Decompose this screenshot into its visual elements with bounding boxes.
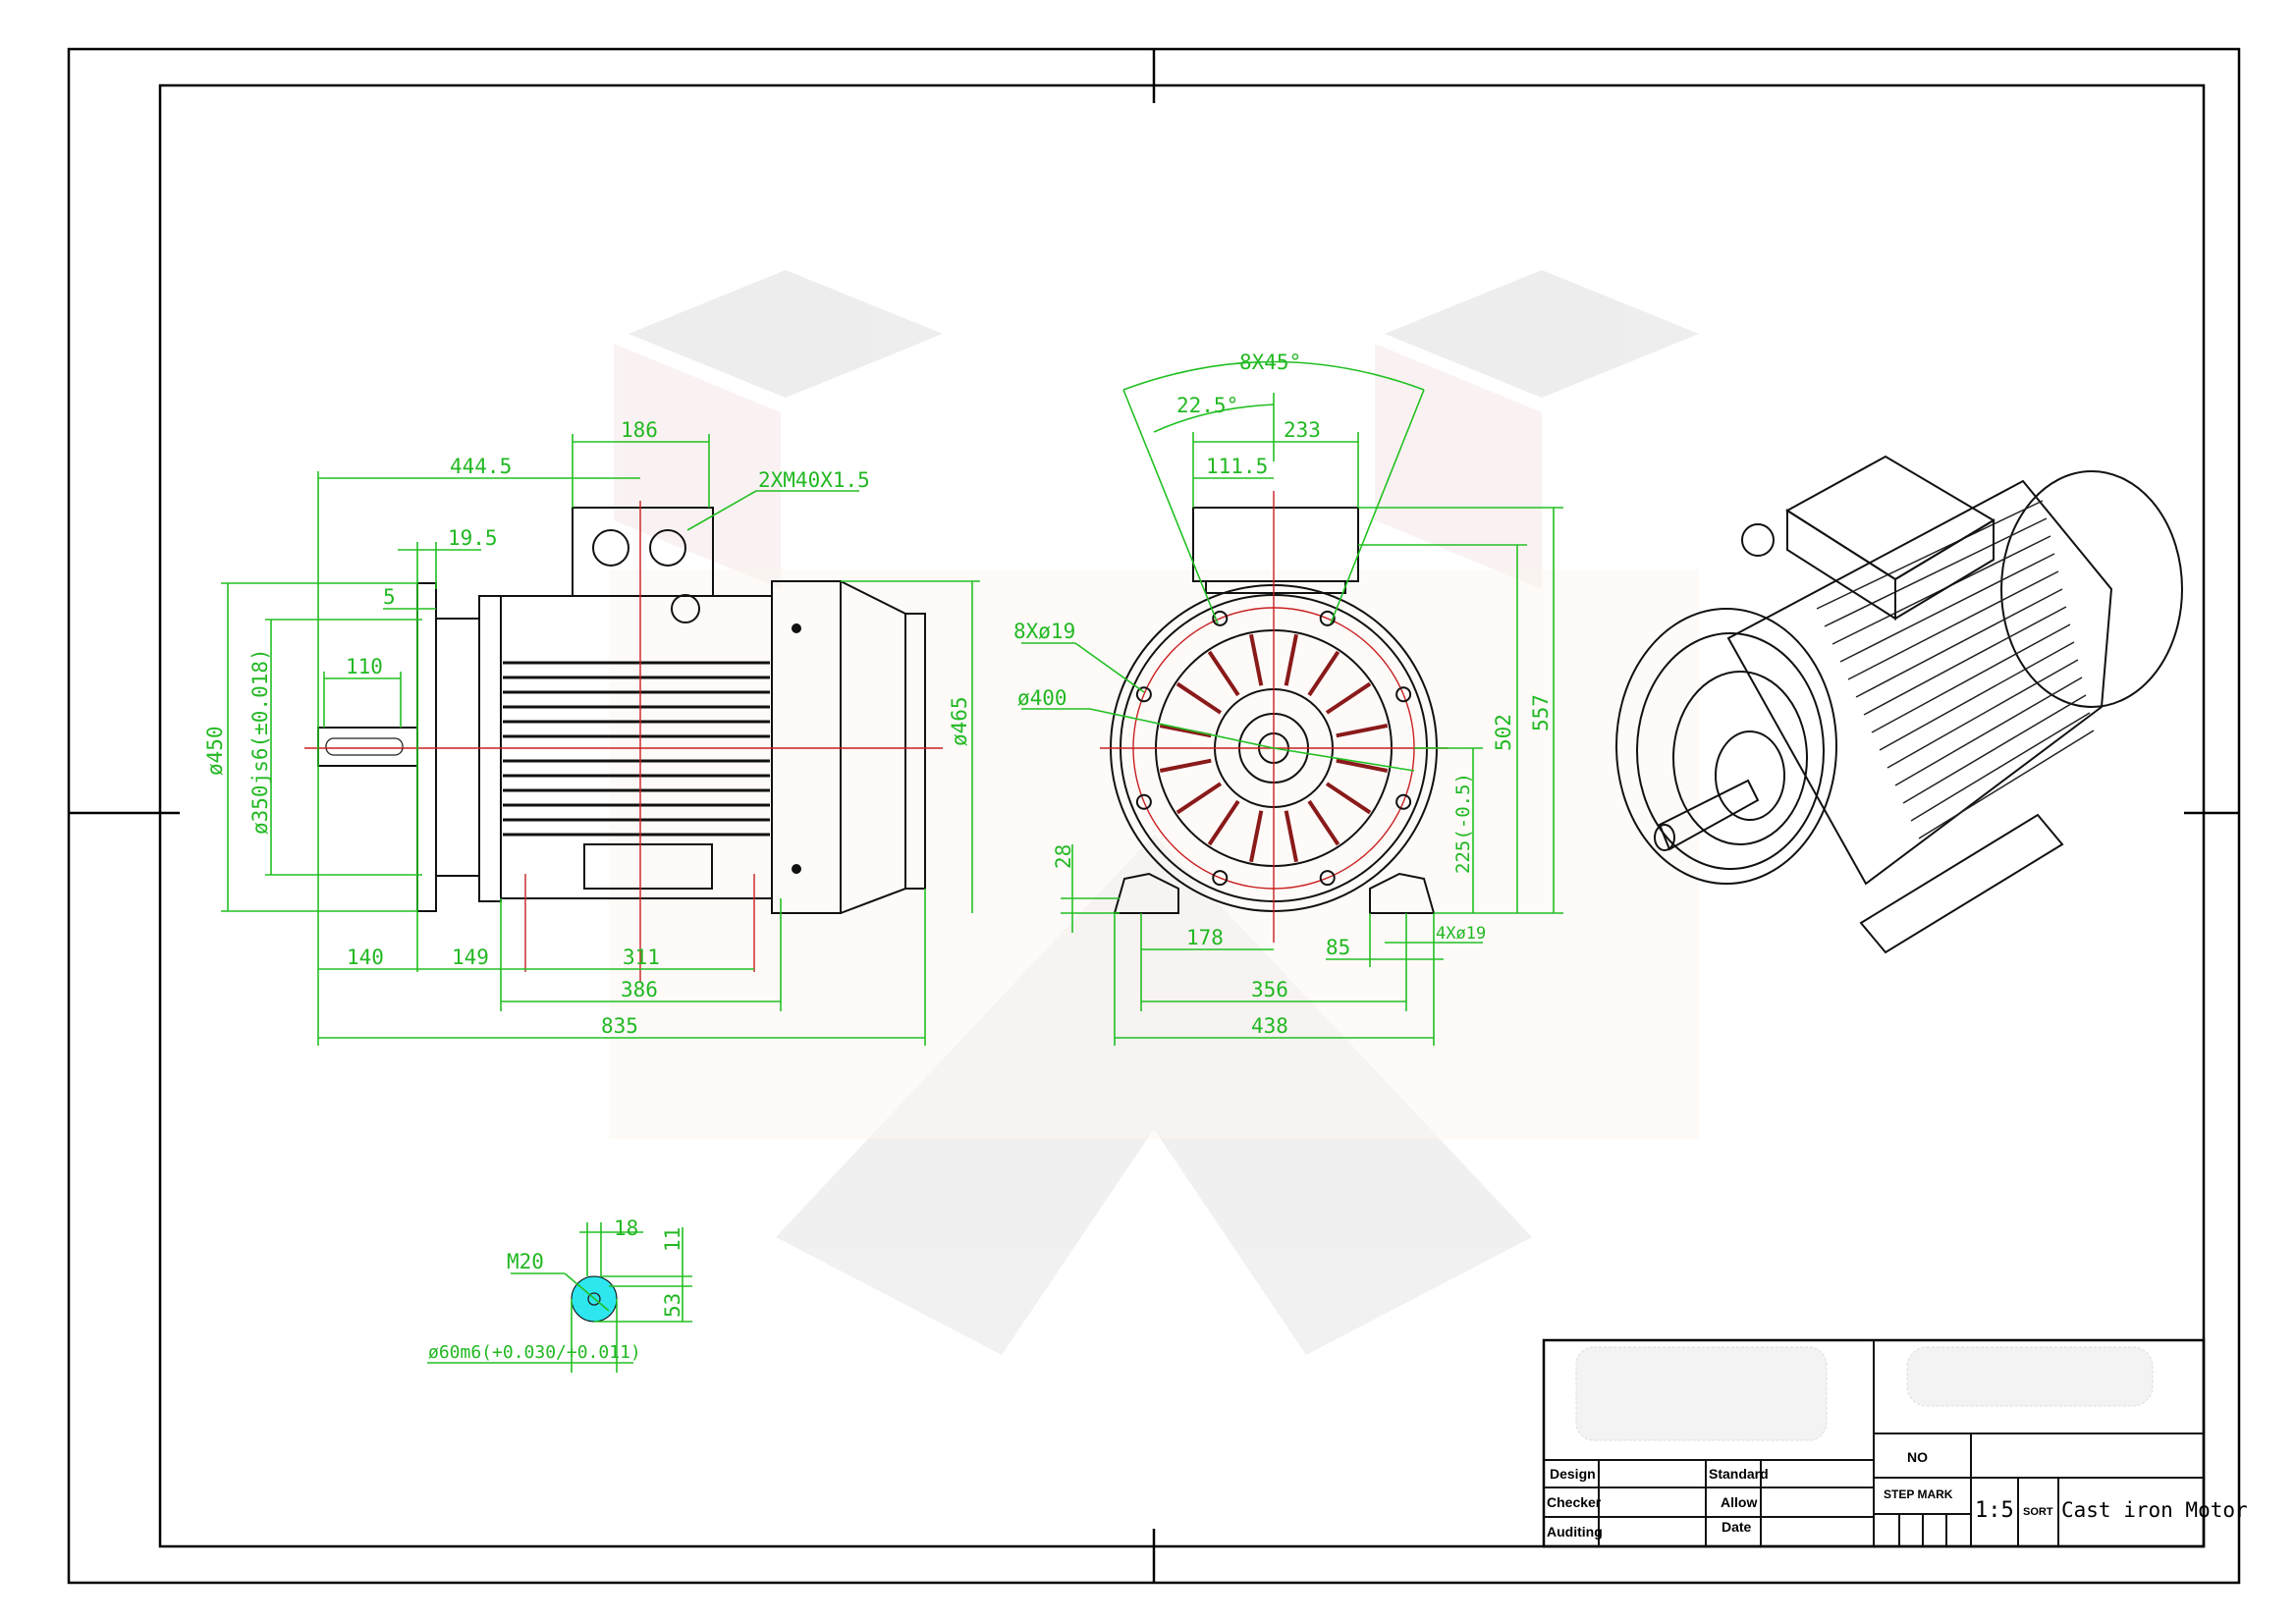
dim-386: 386 bbox=[621, 978, 658, 1001]
iso-fin bbox=[1855, 588, 2063, 698]
allow-label: Allow bbox=[1721, 1494, 1757, 1510]
date-label: Date bbox=[1722, 1519, 1752, 1535]
fan-spoke bbox=[1325, 782, 1372, 815]
fan-spoke bbox=[1175, 681, 1223, 715]
dim-85: 85 bbox=[1326, 936, 1350, 959]
sort-label: SORT bbox=[2023, 1506, 2053, 1518]
foot-holes-label: 4Xø19 bbox=[1436, 924, 1486, 944]
terminal-box bbox=[572, 507, 714, 597]
signature-stamp bbox=[1575, 1346, 1828, 1441]
dim-350: ø350js6(±0.018) bbox=[248, 648, 272, 835]
auditing-label: Auditing bbox=[1547, 1524, 1603, 1540]
front-view bbox=[1100, 491, 1449, 943]
dim-53: 53 bbox=[661, 1293, 684, 1318]
dim-356: 356 bbox=[1251, 978, 1288, 1001]
dim-444-5: 444.5 bbox=[450, 455, 512, 478]
dim-465: ø465 bbox=[948, 696, 971, 746]
dim-835: 835 bbox=[601, 1014, 638, 1038]
fan-spoke bbox=[1159, 724, 1212, 738]
iso-fin bbox=[1824, 517, 2048, 627]
iso-fin bbox=[1918, 730, 2095, 839]
fan-spoke bbox=[1249, 633, 1264, 686]
iso-fin bbox=[1871, 623, 2071, 733]
flange-hole bbox=[1319, 610, 1336, 626]
flange-holes-label: 8Xø19 bbox=[1013, 620, 1075, 643]
iso-fin bbox=[1902, 694, 2087, 804]
fan-spoke bbox=[1336, 724, 1389, 738]
flange-hole bbox=[1135, 793, 1152, 810]
signature-stamp bbox=[1906, 1346, 2154, 1407]
dim-111-5: 111.5 bbox=[1206, 455, 1268, 478]
iso-fin bbox=[1894, 676, 2083, 786]
dim-140: 140 bbox=[347, 946, 384, 969]
iso-fin bbox=[1847, 570, 2059, 680]
checker-label: Checker bbox=[1547, 1494, 1602, 1510]
fan-spoke bbox=[1207, 799, 1240, 846]
flange-hole bbox=[1395, 793, 1412, 810]
iso-fin bbox=[1910, 712, 2091, 822]
iso-fin bbox=[1863, 606, 2067, 716]
cable-gland-label: 2XM40X1.5 bbox=[758, 468, 870, 492]
fan-spoke bbox=[1336, 758, 1389, 773]
fan-spoke bbox=[1307, 650, 1340, 697]
title-block: Design Checker Auditing Standard Allow D… bbox=[1542, 1338, 2248, 1548]
iso-fin bbox=[1816, 500, 2044, 610]
fan-spoke bbox=[1307, 799, 1340, 846]
scale-value: 1:5 bbox=[1975, 1498, 2014, 1523]
front-view-dimensions: 8X45° 22.5° 233 111.5 8Xø19 ø400 28 178 … bbox=[1013, 351, 1563, 1046]
fan-spoke bbox=[1284, 810, 1298, 863]
dim-28: 28 bbox=[1052, 844, 1075, 869]
fan-spoke bbox=[1159, 758, 1212, 773]
center-marks bbox=[69, 49, 2239, 1583]
dim-19-5: 19.5 bbox=[448, 526, 498, 550]
side-view-dimensions: 444.5 186 2XM40X1.5 19.5 5 110 ø450 ø350… bbox=[203, 418, 980, 1046]
side-view bbox=[304, 501, 943, 982]
dim-11: 11 bbox=[661, 1227, 684, 1252]
dim-8x45: 8X45° bbox=[1239, 351, 1301, 374]
dim-178: 178 bbox=[1186, 926, 1224, 949]
fan-spoke bbox=[1249, 810, 1264, 863]
iso-fin bbox=[1886, 659, 2079, 769]
fan-cover bbox=[771, 580, 842, 914]
dim-110: 110 bbox=[346, 655, 383, 678]
fan-spoke bbox=[1325, 681, 1372, 715]
dim-18: 18 bbox=[614, 1216, 638, 1240]
dim-450: ø450 bbox=[203, 726, 227, 776]
iso-fin bbox=[1839, 553, 2055, 663]
flange-hole bbox=[1319, 870, 1336, 887]
flange-hole bbox=[1135, 686, 1152, 703]
shaft-diameter-label: ø60m6(+0.030/+0.011) bbox=[428, 1342, 641, 1363]
no-label: NO bbox=[1907, 1449, 1928, 1465]
step-mark-label: STEP MARK bbox=[1884, 1487, 1953, 1501]
flange-holes bbox=[1135, 610, 1412, 887]
cooling-fins bbox=[503, 661, 770, 837]
inner-border bbox=[158, 83, 2206, 1548]
fan-spoke bbox=[1284, 633, 1298, 686]
dim-149: 149 bbox=[452, 946, 489, 969]
dim-5: 5 bbox=[383, 585, 396, 609]
thread-label: M20 bbox=[507, 1250, 544, 1273]
dim-311: 311 bbox=[623, 946, 660, 969]
flange-hole bbox=[1212, 870, 1229, 887]
dim-438: 438 bbox=[1251, 1014, 1288, 1038]
fan-spokes bbox=[1159, 633, 1389, 863]
sort-value: Cast iron Motor bbox=[2061, 1498, 2248, 1522]
iso-fin bbox=[1879, 641, 2075, 751]
standard-label: Standard bbox=[1709, 1466, 1769, 1482]
dim-186: 186 bbox=[621, 418, 658, 442]
dim-225: 225(-0.5) bbox=[1452, 773, 1474, 874]
lifting-eye bbox=[671, 594, 700, 623]
flange-hole bbox=[1395, 686, 1412, 703]
dim-502: 502 bbox=[1492, 714, 1515, 751]
dim-22-5: 22.5° bbox=[1176, 394, 1238, 417]
isometric-view bbox=[1615, 455, 2183, 954]
shaft-end-detail: M20 18 11 53 ø60m6(+0.030/+0.011) bbox=[427, 1216, 692, 1373]
fan-spoke bbox=[1207, 650, 1240, 697]
fan-spoke bbox=[1175, 782, 1223, 815]
dim-233: 233 bbox=[1284, 418, 1321, 442]
flange-hole bbox=[1212, 610, 1229, 626]
dim-557: 557 bbox=[1529, 694, 1553, 731]
dim-400: ø400 bbox=[1017, 686, 1067, 710]
design-label: Design bbox=[1550, 1466, 1596, 1482]
